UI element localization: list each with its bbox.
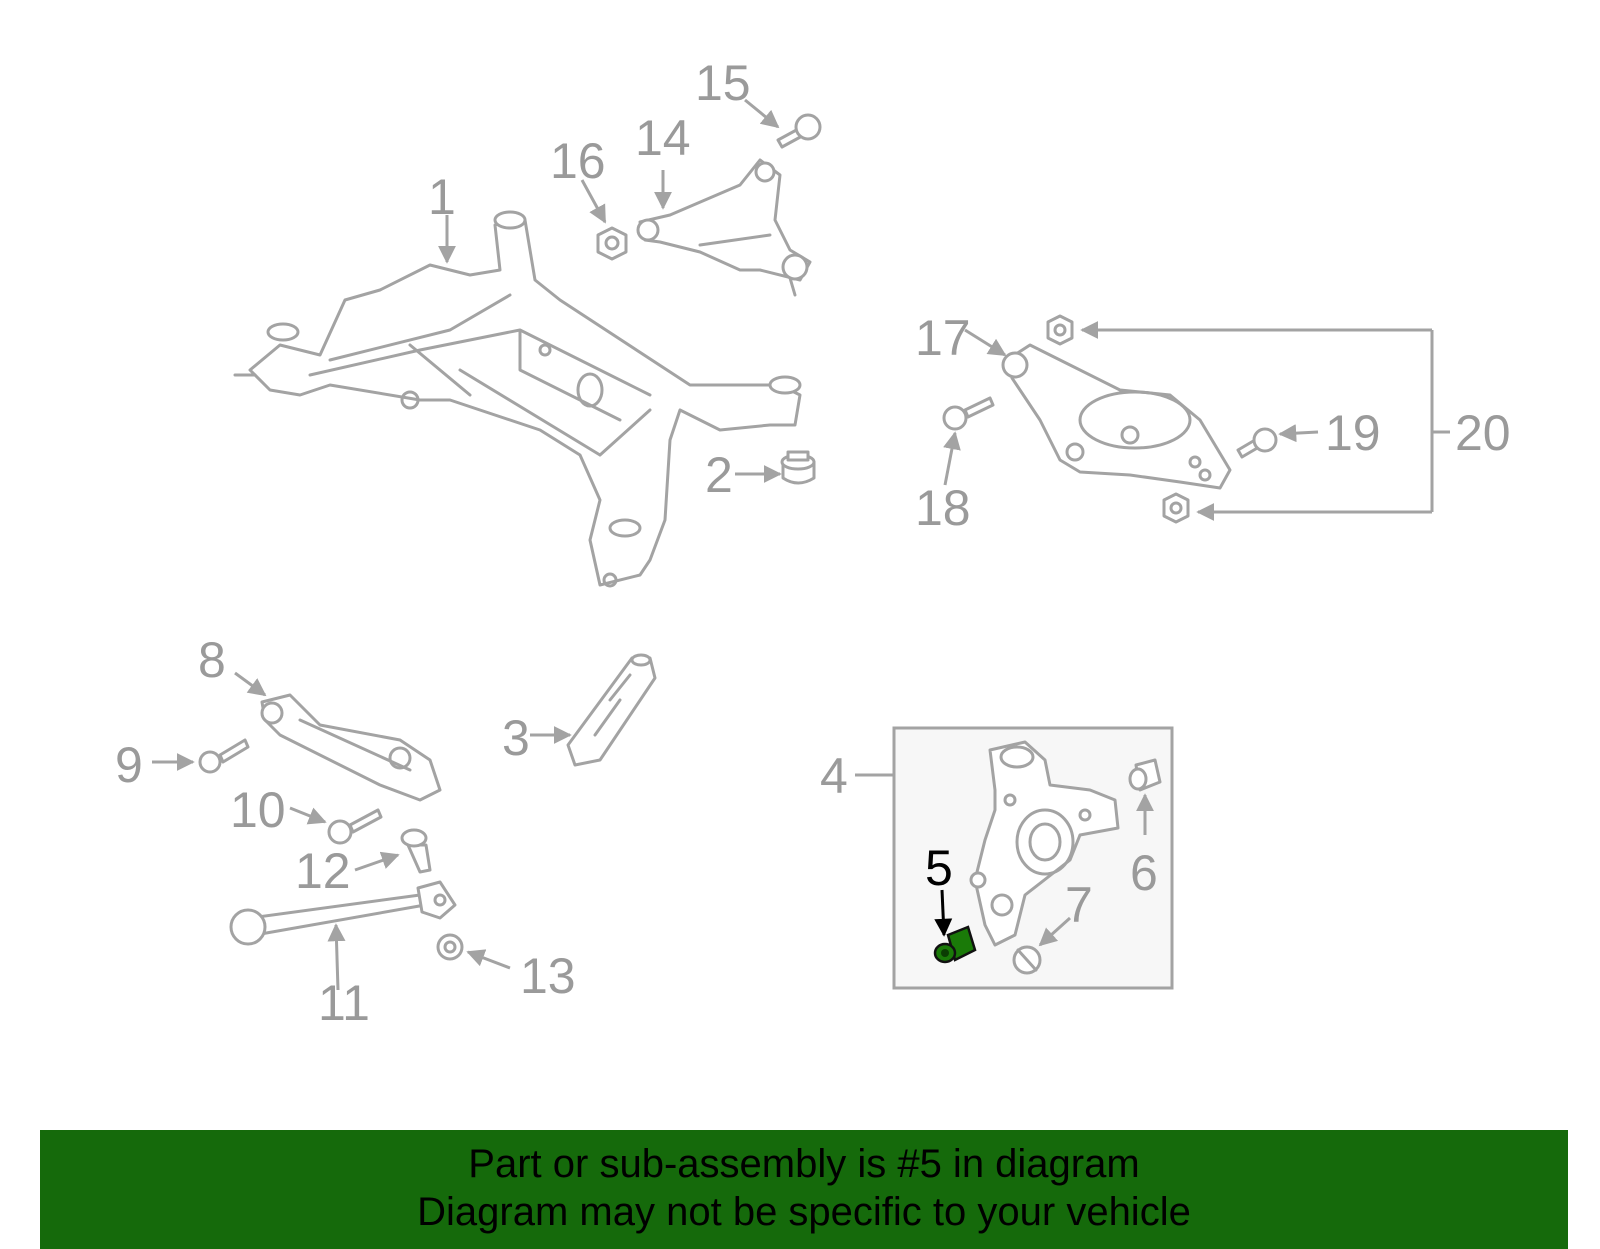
bolt-9 (198, 738, 250, 774)
upper-arm-14 (636, 158, 812, 297)
svg-text:9: 9 (115, 737, 143, 793)
bolt-19 (1236, 427, 1278, 459)
svg-text:16: 16 (550, 133, 606, 189)
lateral-link-11 (229, 880, 457, 946)
svg-text:12: 12 (295, 843, 351, 899)
svg-text:4: 4 (820, 748, 848, 804)
nut-16 (596, 226, 628, 261)
lower-arm-17 (1001, 343, 1232, 490)
svg-text:18: 18 (915, 480, 971, 536)
svg-text:6: 6 (1130, 845, 1158, 901)
nut-7 (1012, 945, 1042, 975)
nut-20-lower (1162, 492, 1190, 524)
svg-text:19: 19 (1325, 405, 1381, 461)
svg-text:5: 5 (925, 840, 953, 896)
control-arm-8 (260, 693, 442, 802)
svg-text:10: 10 (230, 782, 286, 838)
bolt-18 (942, 396, 995, 431)
nut-13 (436, 933, 464, 961)
bushing-5-highlighted (933, 925, 977, 964)
svg-text:14: 14 (635, 110, 691, 166)
stud-bolt-12 (400, 828, 432, 874)
svg-text:20: 20 (1455, 405, 1511, 461)
svg-text:17: 17 (915, 310, 971, 366)
bushing-6 (1128, 758, 1162, 792)
svg-text:1: 1 (428, 169, 456, 225)
svg-text:8: 8 (198, 632, 226, 688)
svg-text:7: 7 (1065, 877, 1093, 933)
footer-line-2: Diagram may not be specific to your vehi… (417, 1190, 1191, 1234)
nut-20-upper (1046, 314, 1074, 346)
bolt-15 (776, 113, 822, 149)
svg-text:11: 11 (318, 975, 370, 1031)
bushing-2 (780, 450, 816, 485)
bolt-10 (327, 808, 383, 845)
bracket-3 (566, 653, 657, 767)
svg-text:13: 13 (520, 948, 576, 1004)
svg-text:3: 3 (502, 710, 530, 766)
svg-text:15: 15 (695, 55, 751, 111)
footer-line-1: Part or sub-assembly is #5 in diagram (468, 1142, 1140, 1186)
subframe-part (233, 210, 802, 588)
knuckle-part (969, 740, 1120, 947)
svg-text:2: 2 (705, 447, 733, 503)
footer-banner: Part or sub-assembly is #5 in diagram Di… (40, 1130, 1568, 1249)
